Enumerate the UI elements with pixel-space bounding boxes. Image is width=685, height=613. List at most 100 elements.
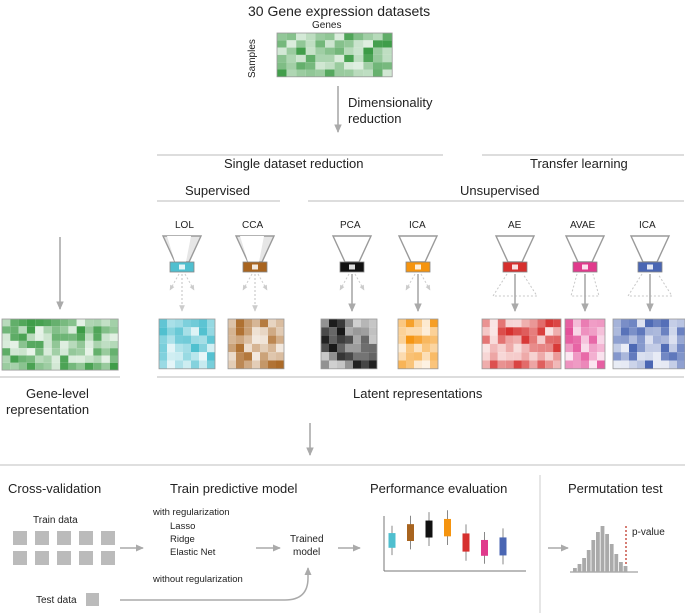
- gene-heatmap-cell: [35, 348, 44, 356]
- latent-heatmap-cell: [406, 335, 414, 344]
- latent-heatmap-border: [227, 318, 285, 370]
- gene-heatmap-cell: [68, 340, 77, 349]
- latent-heatmap-cell: [260, 352, 268, 361]
- latent-heatmap-cell: [521, 327, 530, 336]
- latent-heatmap-cell: [406, 352, 414, 361]
- latent-heatmap-cell: [268, 343, 276, 353]
- method-label-ae: AE: [508, 220, 522, 231]
- latent-heatmap-cell: [252, 335, 260, 344]
- top-heatmap-cell: [325, 33, 335, 41]
- latent-heatmap-cell: [159, 327, 167, 336]
- box: [444, 518, 451, 537]
- latent-heatmap-cell: [581, 343, 589, 353]
- latent-heatmap-cell: [669, 360, 677, 369]
- latent-heatmap-cell: [167, 327, 175, 336]
- latent-heatmap-cell: [422, 343, 430, 353]
- latent-heatmap-cell: [537, 319, 546, 328]
- latent-heatmap-cell: [199, 352, 207, 361]
- method-label-ica: ICA: [409, 220, 426, 231]
- gene-heatmap-cell: [109, 362, 119, 371]
- top-heatmap-cell: [363, 40, 373, 48]
- top-heatmap-cell: [382, 69, 393, 77]
- latent-heatmap-cell: [398, 360, 406, 369]
- latent-heatmap-cell: [653, 352, 661, 361]
- latent-heatmap-cell: [183, 352, 191, 361]
- latent-code-highlight: [252, 264, 258, 270]
- latent-heatmap-cell: [597, 360, 605, 369]
- encoder-group: [161, 235, 673, 312]
- gene-heatmap-cell: [35, 362, 44, 371]
- fold-square: [13, 551, 27, 565]
- latent-heatmap-cell: [613, 327, 621, 336]
- top-heatmap-cell: [344, 40, 354, 48]
- hist-bar: [614, 554, 619, 572]
- latent-heatmap-cell: [183, 360, 191, 369]
- latent-heatmap-cell: [581, 360, 589, 369]
- top-heatmap-cell: [334, 69, 345, 77]
- latent-heatmap-cell: [361, 335, 369, 344]
- hist-bar: [577, 564, 582, 572]
- gene-heatmap-cell: [2, 326, 11, 334]
- test-data-square: [86, 593, 99, 606]
- gene-heatmap-cell: [60, 326, 69, 334]
- latent-heatmap-cell: [513, 352, 522, 361]
- latent-heatmap-cell: [207, 360, 215, 369]
- latent-heatmap-cell: [321, 335, 329, 344]
- latent-heatmap-cell: [361, 360, 369, 369]
- hist-bar: [605, 534, 609, 572]
- latent-heatmap-cell: [345, 335, 353, 344]
- gene-heatmap-cell: [18, 348, 27, 356]
- latent-heatmap-cell: [589, 335, 597, 344]
- dotted-arrow: [420, 273, 431, 291]
- box: [462, 533, 470, 552]
- latent-heatmap-cell: [553, 319, 561, 328]
- latent-heatmap-cell: [613, 335, 621, 344]
- top-heatmap-cell: [373, 69, 383, 77]
- gene-heatmap-cell: [2, 333, 11, 341]
- gene-heatmap-cell: [10, 348, 19, 356]
- gene-heatmap-cell: [43, 355, 52, 363]
- dimred-label-1: Dimensionality: [348, 95, 433, 110]
- top-heatmap-cell: [344, 47, 354, 55]
- latent-heatmap-cell: [159, 335, 167, 344]
- latent-heatmap-cell: [653, 319, 661, 328]
- latent-heatmap-cell: [183, 335, 191, 344]
- latent-heatmap-cell: [236, 360, 244, 369]
- latent-heatmap-cell: [414, 335, 422, 344]
- latent-heatmap-cell: [252, 360, 260, 369]
- latent-heatmap-cell: [422, 352, 430, 361]
- gene-heatmap-cell: [76, 319, 85, 327]
- latent-heatmap-cell: [228, 335, 236, 344]
- without-reg-label: without regularization: [153, 574, 243, 585]
- dotted-arrow: [257, 273, 268, 291]
- latent-heatmap-cell: [661, 335, 669, 344]
- latent-heatmap-cell: [629, 335, 637, 344]
- top-heatmap-cell: [344, 54, 354, 63]
- latent-heatmap-cell: [345, 360, 353, 369]
- latent-heatmap-cell: [207, 352, 215, 361]
- latent-heatmap-cell: [529, 343, 538, 353]
- top-heatmap-cell: [296, 33, 306, 41]
- unsupervised-label: Unsupervised: [460, 183, 540, 198]
- top-heatmap-cell: [344, 69, 354, 77]
- gene-heatmap-cell: [10, 362, 19, 371]
- latent-heatmap-cell: [244, 335, 252, 344]
- top-heatmap-cell: [334, 62, 345, 70]
- latent-heatmap-cell: [199, 319, 207, 328]
- latent-heatmap-cell: [482, 319, 490, 328]
- latent-heatmap-cell: [629, 343, 637, 353]
- latent-heatmap-cell: [597, 343, 605, 353]
- genes-label: Genes: [312, 20, 342, 31]
- latent-heatmap-cell: [677, 360, 685, 369]
- latent-code-highlight: [582, 264, 588, 270]
- latent-heatmap-cell: [553, 335, 561, 344]
- dotted-arrow: [242, 273, 253, 291]
- latent-heatmap-cell: [553, 327, 561, 336]
- top-heatmap-cell: [363, 69, 373, 77]
- latent-heatmap-cell: [159, 343, 167, 353]
- gene-heatmap-cell: [76, 333, 85, 341]
- gene-heatmap-cell: [93, 340, 102, 349]
- gene-heatmap-cell: [35, 355, 44, 363]
- top-heatmap-cell: [382, 33, 393, 41]
- latent-heatmap-cell: [191, 327, 199, 336]
